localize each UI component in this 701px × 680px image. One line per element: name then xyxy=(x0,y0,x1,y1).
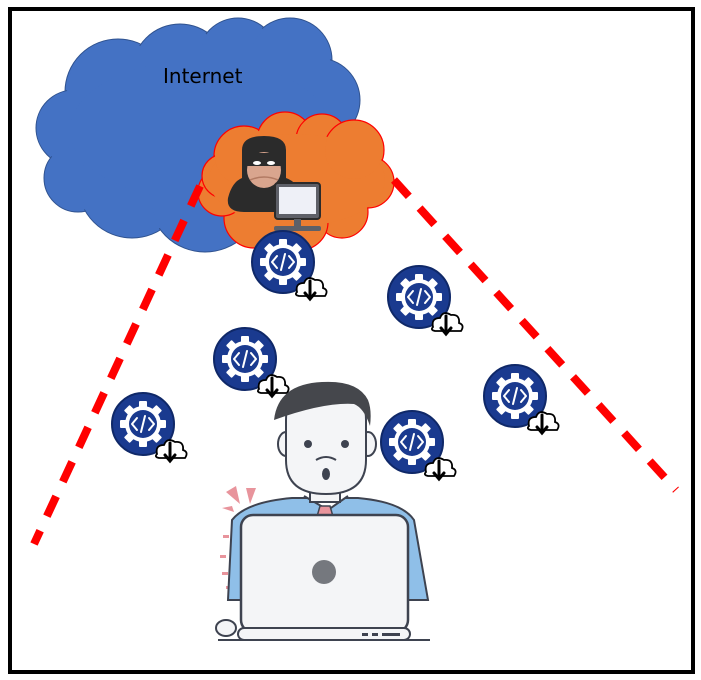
attack-line-right xyxy=(391,177,679,493)
internet-label: Internet xyxy=(163,64,243,88)
code-gear-download-icon xyxy=(386,264,465,336)
code-gear-download-icon xyxy=(110,391,189,463)
attack-paths xyxy=(30,177,679,546)
internet-cloud xyxy=(35,17,365,253)
surprised-user-with-laptop-icon xyxy=(215,381,430,641)
computer-monitor-icon xyxy=(274,182,321,231)
code-gear-download-icon xyxy=(482,363,561,435)
code-gear-download-icon xyxy=(379,409,458,481)
diagram-frame xyxy=(8,7,695,674)
attack-line-left xyxy=(30,184,204,546)
code-gear-download-icon xyxy=(212,326,291,398)
